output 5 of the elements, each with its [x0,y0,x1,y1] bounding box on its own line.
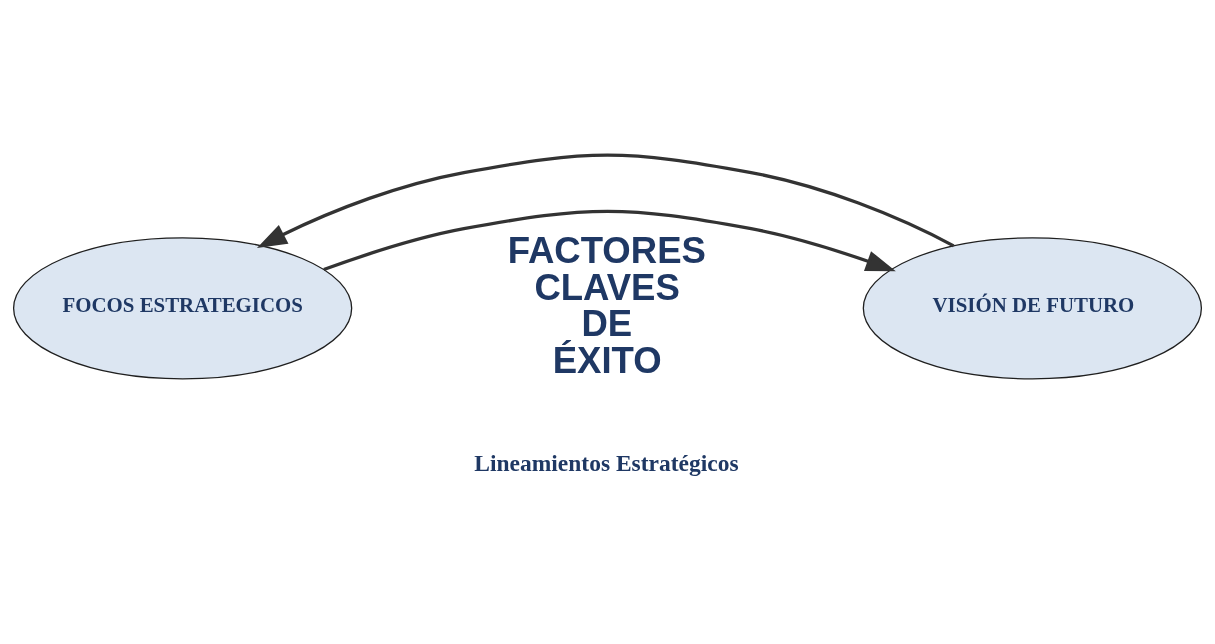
arrow [323,209,896,271]
arrow [256,153,955,248]
node-ellipse: FOCOS ESTRATEGICOS [12,236,353,379]
label: FACTORES CLAVES DE ÉXITO [507,229,706,381]
label: Lineamientos Estratégicos [474,449,739,476]
